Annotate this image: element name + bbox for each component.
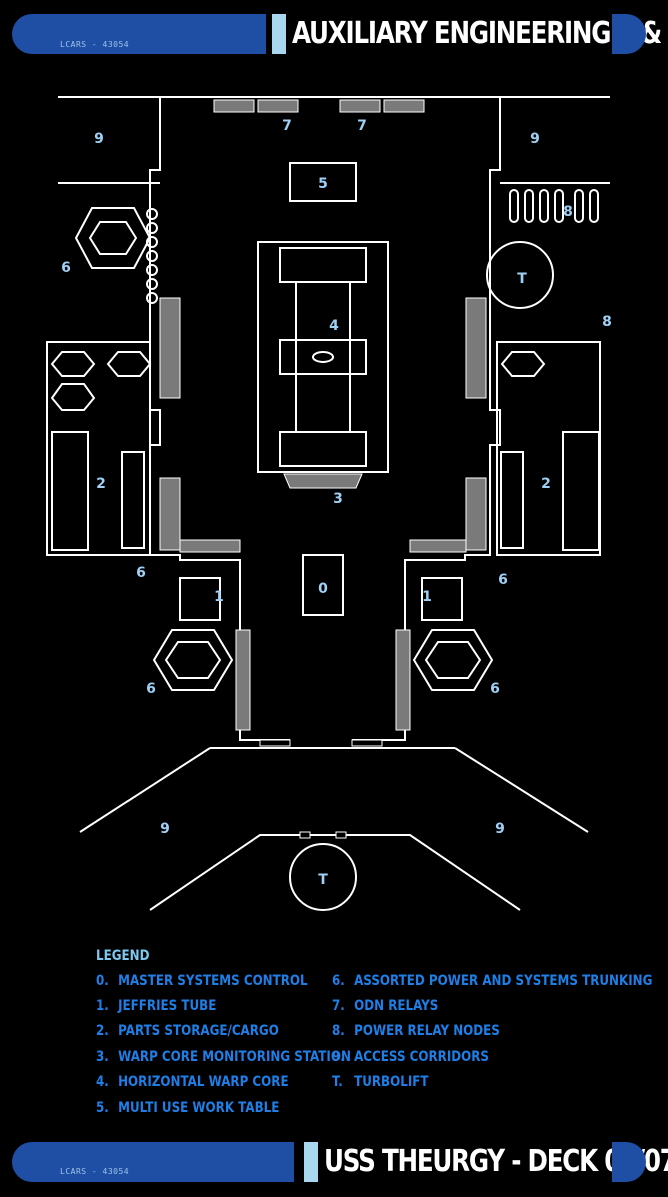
label-2-left: 2 xyxy=(96,476,106,492)
console-left-lower xyxy=(159,477,181,551)
label-9-top-right: 9 xyxy=(530,131,540,147)
trunking-hex-lower-left xyxy=(152,629,234,691)
label-4: 4 xyxy=(329,318,339,334)
trunking-circles-left xyxy=(146,208,158,304)
legend-item: 6.ASSORTED POWER AND SYSTEMS TRUNKING xyxy=(332,973,653,989)
turbolift-lower xyxy=(289,843,357,911)
label-7-left: 7 xyxy=(282,118,292,134)
label-6-mid-left: 6 xyxy=(136,565,146,581)
legend-item: 1.JEFFRIES TUBE xyxy=(96,998,217,1014)
header-title: AUXILIARY ENGINEERING 1 & 2 xyxy=(292,16,668,51)
corridor-lower-bottom xyxy=(149,834,521,911)
legend-item: 2.PARTS STORAGE/CARGO xyxy=(96,1023,279,1039)
console-right-upper xyxy=(465,297,487,399)
label-3: 3 xyxy=(333,491,343,507)
master-control-0 xyxy=(302,554,344,616)
turbolift-upper xyxy=(486,241,554,309)
label-0: 0 xyxy=(318,581,328,597)
legend-item: 8.POWER RELAY NODES xyxy=(332,1023,500,1039)
footer-code-block xyxy=(58,1142,294,1182)
jeffries-tube-right xyxy=(421,577,463,621)
trunking-hex-upper-left xyxy=(74,207,152,269)
legend-item: 3.WARP CORE MONITORING STATION xyxy=(96,1049,351,1065)
label-6-lower-left: 6 xyxy=(146,681,156,697)
monitor-station-3 xyxy=(283,473,363,489)
label-t-lower: T xyxy=(318,872,328,888)
label-7-right: 7 xyxy=(357,118,367,134)
power-relay-nodes-upper xyxy=(509,189,599,223)
legend-item: 9.ACCESS CORRIDORS xyxy=(332,1049,489,1065)
jeffries-tube-left xyxy=(179,577,221,621)
label-1-left: 1 xyxy=(214,589,224,605)
footer-left-cap xyxy=(12,1142,58,1182)
bay-left-wall xyxy=(149,97,290,741)
label-9-lower-left: 9 xyxy=(160,821,170,837)
label-5: 5 xyxy=(318,176,328,192)
footer-separator xyxy=(304,1142,318,1182)
footer-code: LCARS - 43054 xyxy=(60,1167,130,1176)
label-6-lower-right: 6 xyxy=(490,681,500,697)
corridor-lower-top-right xyxy=(454,747,589,833)
console-left-upper xyxy=(159,297,181,399)
footer-right-cap xyxy=(612,1142,646,1182)
header-right-cap xyxy=(612,14,646,54)
console-right-lower xyxy=(465,477,487,551)
footer-title: USS THEURGY - DECK 06/07 xyxy=(324,1144,668,1179)
label-8-lower: 8 xyxy=(602,314,612,330)
label-1-right: 1 xyxy=(422,589,432,605)
legend-heading: LEGEND xyxy=(96,948,150,964)
legend-item: T.TURBOLIFT xyxy=(332,1074,429,1090)
label-6-mid-right: 6 xyxy=(498,572,508,588)
work-table-5 xyxy=(289,162,357,202)
header-separator xyxy=(272,14,286,54)
header-code-block xyxy=(58,14,266,54)
label-2-right: 2 xyxy=(541,476,551,492)
warp-core-housing xyxy=(257,241,389,473)
corridor-lower-top-left xyxy=(79,747,211,833)
label-8-upper: 8 xyxy=(563,204,573,220)
label-t-upper: T xyxy=(517,271,527,287)
legend-item: 0.MASTER SYSTEMS CONTROL xyxy=(96,973,308,989)
trunking-hex-lower-right xyxy=(412,629,494,691)
legend-item: 5.MULTI USE WORK TABLE xyxy=(96,1100,280,1116)
header-code: LCARS - 43054 xyxy=(60,40,130,49)
label-9-lower-right: 9 xyxy=(495,821,505,837)
legend-item: 7.ODN RELAYS xyxy=(332,998,439,1014)
label-9-top-left: 9 xyxy=(94,131,104,147)
label-6-upper-left: 6 xyxy=(61,260,71,276)
header-left-cap xyxy=(12,14,58,54)
legend-item: 4.HORIZONTAL WARP CORE xyxy=(96,1074,289,1090)
storage-room-right xyxy=(496,341,601,556)
storage-room-left xyxy=(46,341,151,556)
bay-right-wall xyxy=(352,97,501,741)
